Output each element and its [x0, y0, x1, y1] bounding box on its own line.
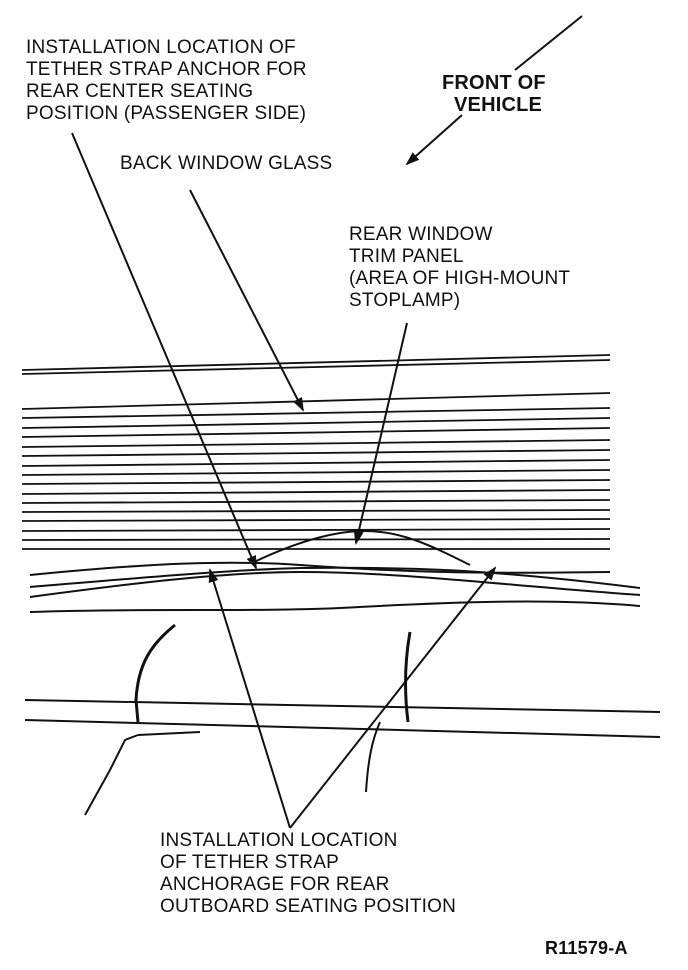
trim-panel-outline: [251, 529, 471, 566]
figure-id-label: R11579-A: [545, 938, 628, 958]
back-glass-leader: [189, 189, 304, 412]
outboard-anchorage-label: INSTALLATION LOCATION OF TETHER STRAP AN…: [160, 830, 457, 917]
outboard-right-leader: [289, 566, 497, 829]
front-of-vehicle-label: FRONT OF VEHICLE: [442, 72, 546, 116]
center-anchor-leader: [71, 132, 257, 570]
front-direction-tail: [514, 15, 583, 71]
back-window-glass-lines: [21, 354, 611, 550]
seat-back-contours: [84, 623, 412, 816]
back-window-glass-label: BACK WINDOW GLASS: [120, 153, 333, 174]
center-anchor-label: INSTALLATION LOCATION OF TETHER STRAP AN…: [26, 37, 307, 124]
front-direction-arrow: [405, 114, 463, 166]
rear-deck-lines: [24, 561, 661, 738]
leader-lines: [71, 15, 583, 829]
rear-window-trim-label: REAR WINDOW TRIM PANEL (AREA OF HIGH-MOU…: [349, 224, 571, 311]
outboard-left-leader: [208, 568, 291, 829]
trim-panel-leader: [353, 322, 408, 545]
